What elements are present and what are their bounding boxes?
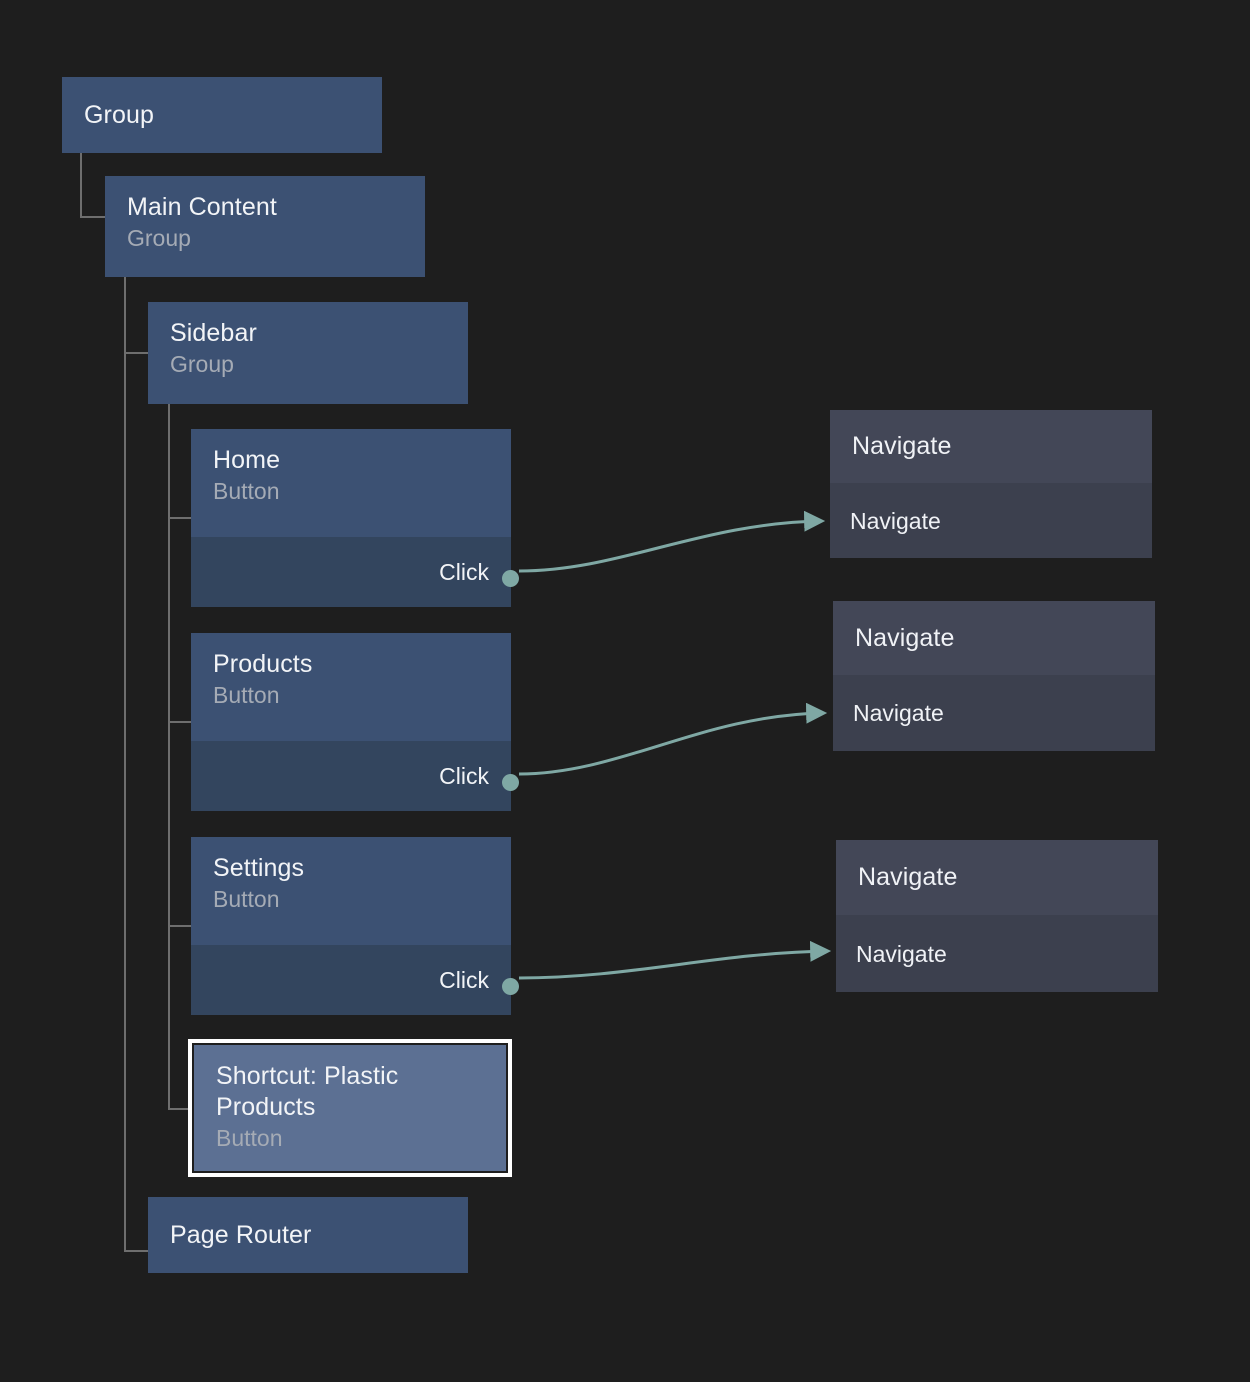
tree-line-sidebar-children-vertical	[168, 404, 170, 1110]
node-group-root-title: Group	[84, 100, 154, 129]
node-action-navigate-2[interactable]: Navigate Navigate	[833, 601, 1155, 751]
node-action-navigate-2-action-row[interactable]: Navigate	[833, 675, 1155, 751]
node-page-router-header: Page Router	[148, 1197, 468, 1273]
node-button-home-subtitle: Button	[213, 478, 280, 504]
node-button-settings[interactable]: Settings Button Click	[191, 837, 519, 1015]
node-button-shortcut-title: Shortcut: Plastic Products	[216, 1062, 399, 1121]
node-action-navigate-3-title: Navigate	[858, 863, 958, 891]
node-sidebar-title: Sidebar	[170, 319, 257, 347]
node-button-products-header: Products Button	[191, 633, 511, 741]
node-action-navigate-3-header: Navigate	[836, 840, 1158, 915]
tree-line-home-horizontal	[168, 517, 194, 519]
tree-line-root-horizontal	[80, 216, 105, 218]
node-action-navigate-3[interactable]: Navigate Navigate	[836, 840, 1158, 992]
node-button-settings-header: Settings Button	[191, 837, 511, 945]
node-button-settings-title: Settings	[213, 854, 305, 882]
connector-settings-to-navigate	[518, 940, 832, 980]
node-button-home-event-label: Click	[439, 559, 489, 585]
node-main-content-subtitle: Group	[127, 225, 191, 251]
connector-products-to-navigate	[518, 702, 828, 776]
tree-line-pagerouter-horizontal	[124, 1250, 150, 1252]
node-button-home-header: Home Button	[191, 429, 511, 537]
node-group-root-header: Group	[62, 77, 382, 153]
node-action-navigate-2-title: Navigate	[855, 623, 955, 652]
tree-line-maincontent-vertical	[124, 277, 126, 1252]
node-button-shortcut-subtitle: Button	[216, 1125, 283, 1151]
tree-line-root-vertical	[80, 153, 82, 218]
node-action-navigate-1-title: Navigate	[852, 432, 952, 460]
node-page-router-title: Page Router	[170, 1220, 312, 1249]
node-group-root[interactable]: Group	[62, 77, 382, 153]
node-action-navigate-1-header: Navigate	[830, 410, 1152, 483]
node-action-navigate-2-action-label: Navigate	[853, 700, 944, 726]
connector-home-to-navigate	[518, 510, 826, 573]
node-sidebar[interactable]: Sidebar Group	[148, 302, 468, 404]
node-action-navigate-3-action-row[interactable]: Navigate	[836, 915, 1158, 992]
node-button-home[interactable]: Home Button Click	[191, 429, 519, 607]
tree-line-settings-horizontal	[168, 925, 194, 927]
node-action-navigate-1-action-row[interactable]: Navigate	[830, 483, 1152, 558]
node-main-content-title: Main Content	[127, 193, 277, 221]
node-main-content[interactable]: Main Content Group	[105, 176, 425, 277]
tree-line-sidebar-horizontal	[124, 352, 150, 354]
node-button-settings-click-port[interactable]	[502, 978, 519, 995]
node-button-settings-event-label: Click	[439, 967, 489, 993]
node-page-router[interactable]: Page Router	[148, 1197, 468, 1273]
tree-line-products-horizontal	[168, 721, 194, 723]
node-action-navigate-2-header: Navigate	[833, 601, 1155, 675]
node-main-content-header: Main Content Group	[105, 176, 425, 277]
node-button-home-click-port[interactable]	[502, 570, 519, 587]
node-sidebar-header: Sidebar Group	[148, 302, 468, 404]
node-button-products-event-label: Click	[439, 763, 489, 789]
node-button-products-click-port[interactable]	[502, 774, 519, 791]
node-action-navigate-1[interactable]: Navigate Navigate	[830, 410, 1152, 558]
node-action-navigate-3-action-label: Navigate	[856, 940, 947, 967]
node-action-navigate-1-action-label: Navigate	[850, 507, 941, 534]
node-button-shortcut-header: Shortcut: Plastic Products Button	[194, 1045, 506, 1171]
node-button-shortcut-plastic-products[interactable]: Shortcut: Plastic Products Button	[188, 1039, 512, 1177]
node-button-settings-event-row[interactable]: Click	[191, 945, 511, 1015]
node-button-products-subtitle: Button	[213, 682, 280, 708]
tree-line-shortcut-horizontal	[168, 1108, 194, 1110]
node-button-home-title: Home	[213, 446, 281, 474]
node-button-products-title: Products	[213, 650, 313, 678]
node-button-products[interactable]: Products Button Click	[191, 633, 519, 811]
node-sidebar-subtitle: Group	[170, 351, 234, 377]
node-button-products-event-row[interactable]: Click	[191, 741, 511, 811]
node-button-home-event-row[interactable]: Click	[191, 537, 511, 607]
node-button-settings-subtitle: Button	[213, 886, 280, 912]
